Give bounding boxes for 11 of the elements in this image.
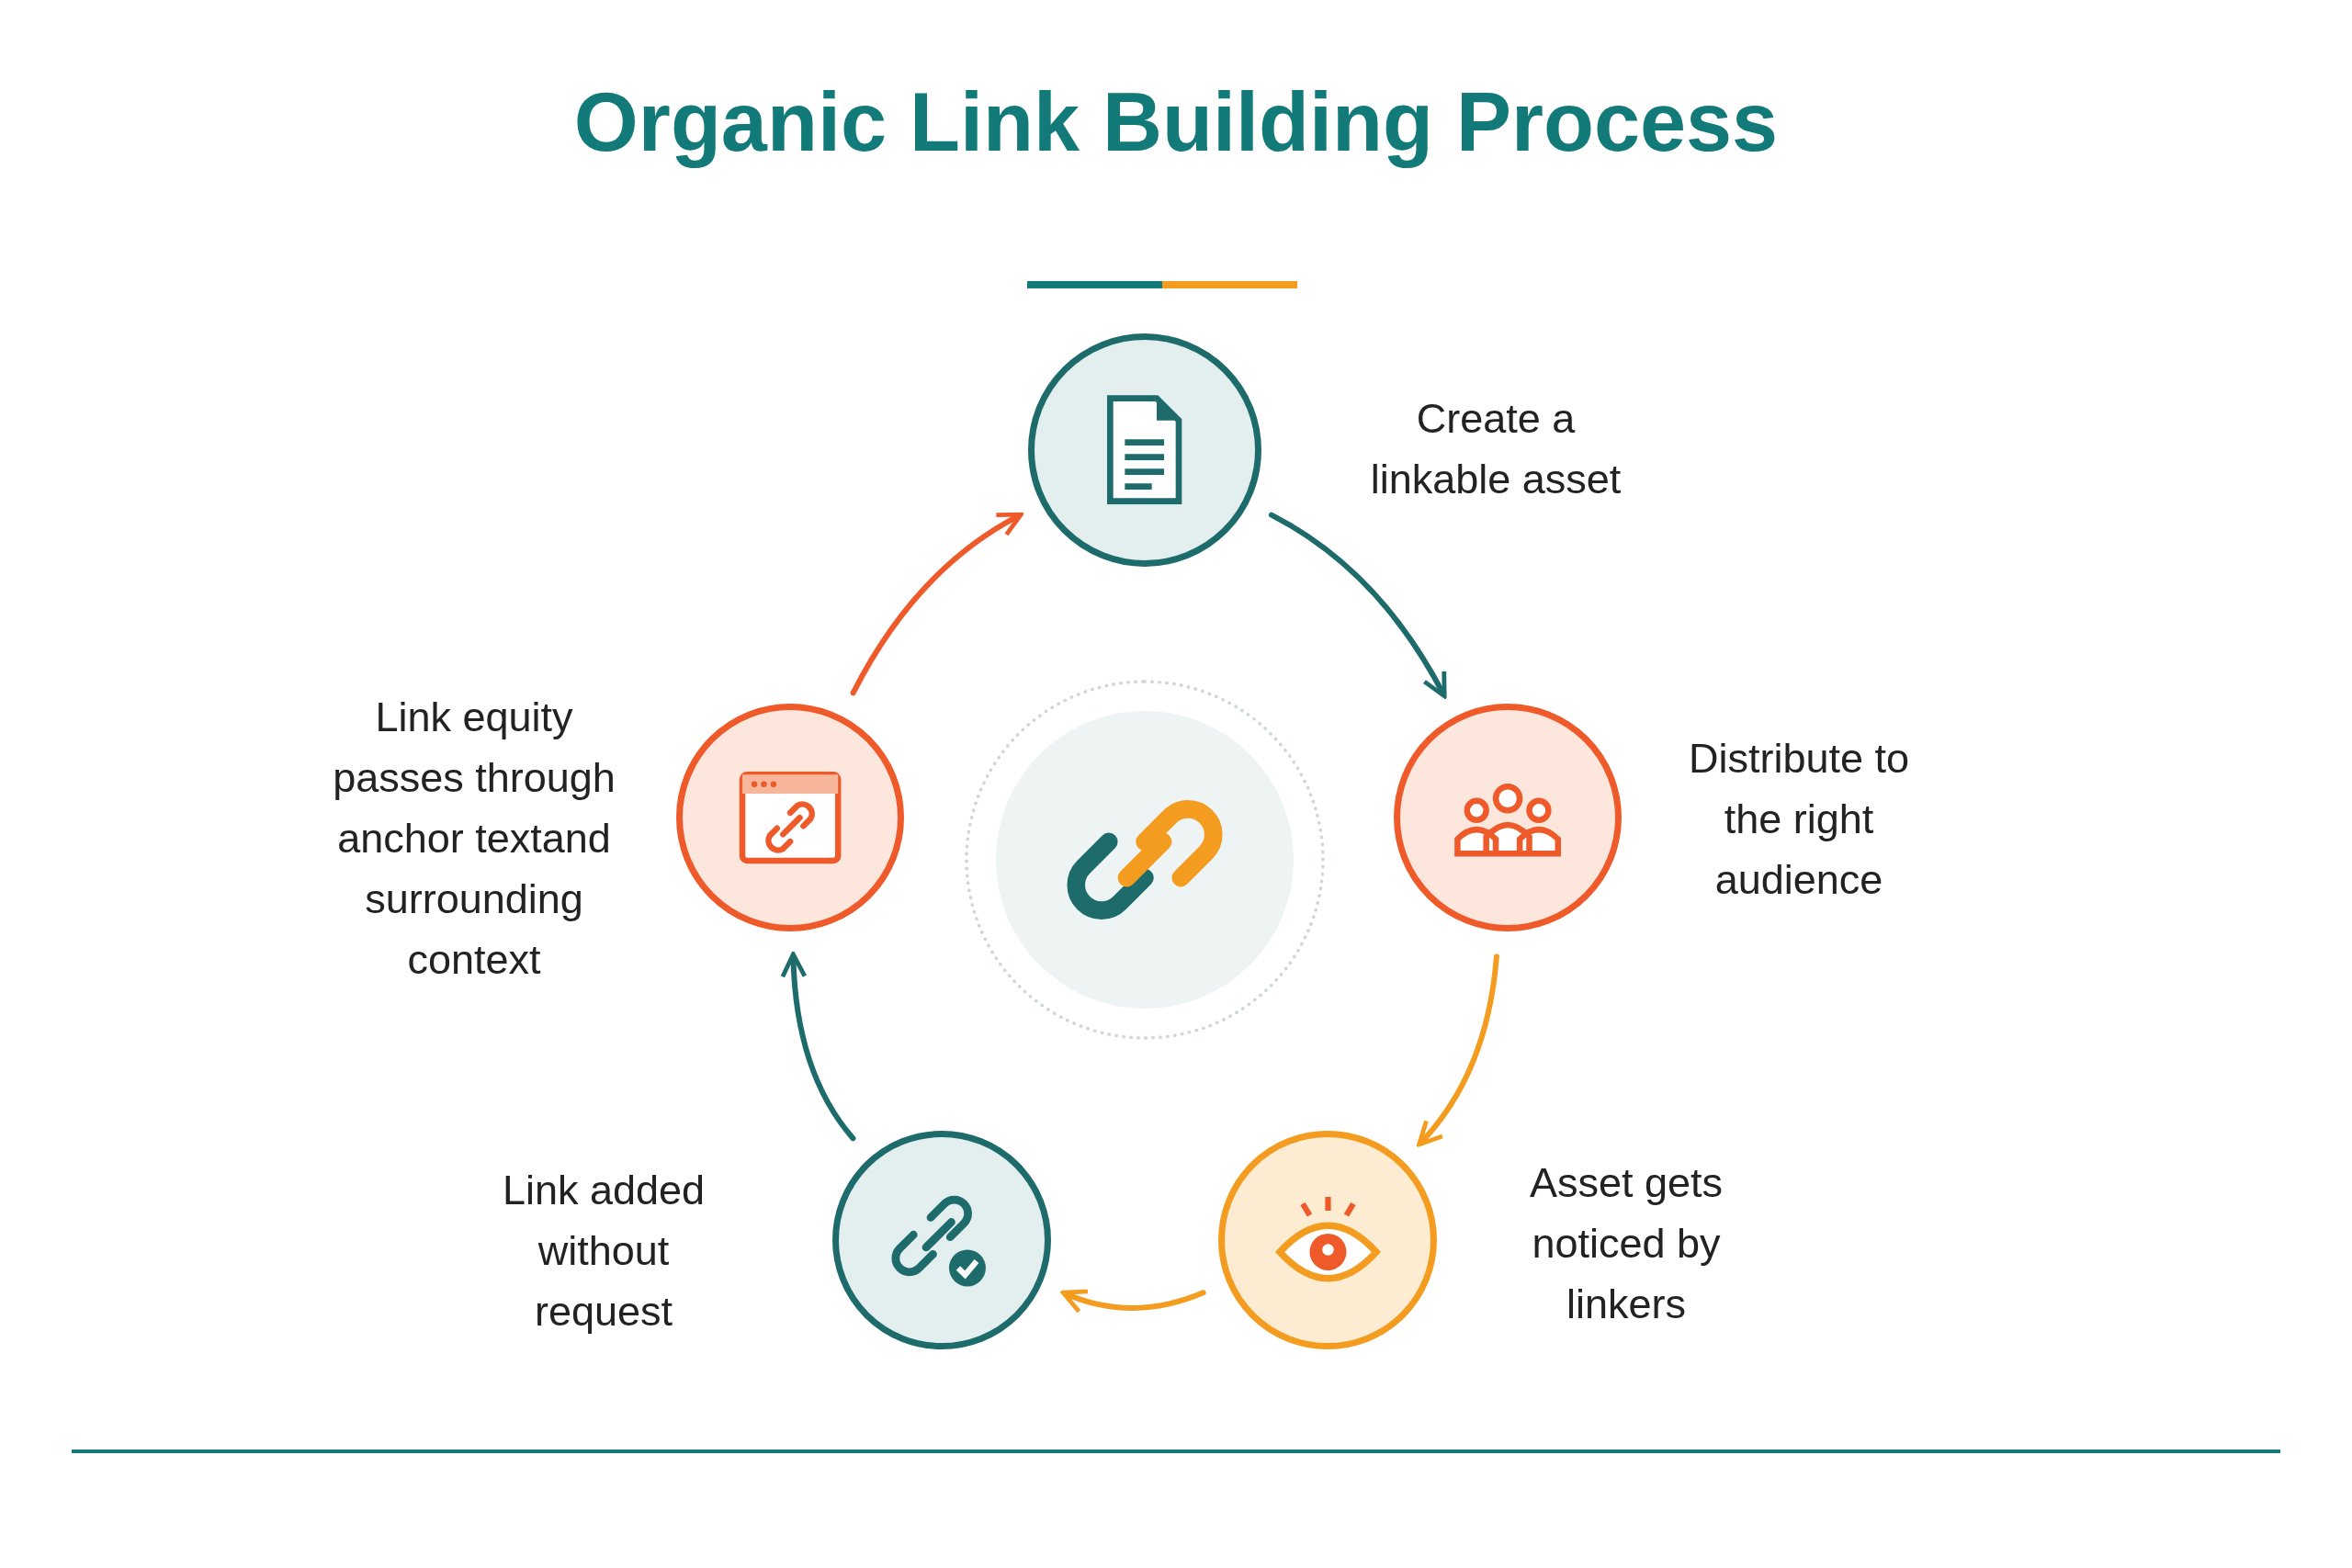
step-caption: Distribute to the right audience bbox=[1687, 734, 1911, 905]
arrow bbox=[1417, 953, 1499, 1147]
step-caption: Link added without request bbox=[501, 1166, 707, 1337]
arrow bbox=[850, 512, 1023, 696]
arrow bbox=[1060, 1288, 1206, 1314]
arrow bbox=[780, 952, 856, 1142]
step-caption: Asset gets noticed by linkers bbox=[1528, 1158, 1724, 1329]
arrow bbox=[1268, 512, 1447, 699]
diagram-title: Organic Link Building Process bbox=[572, 75, 1780, 170]
step-caption: Link equity passes through anchor textand surrounding context bbox=[332, 693, 616, 985]
step-caption: Create a linkable asset bbox=[1369, 394, 1623, 504]
